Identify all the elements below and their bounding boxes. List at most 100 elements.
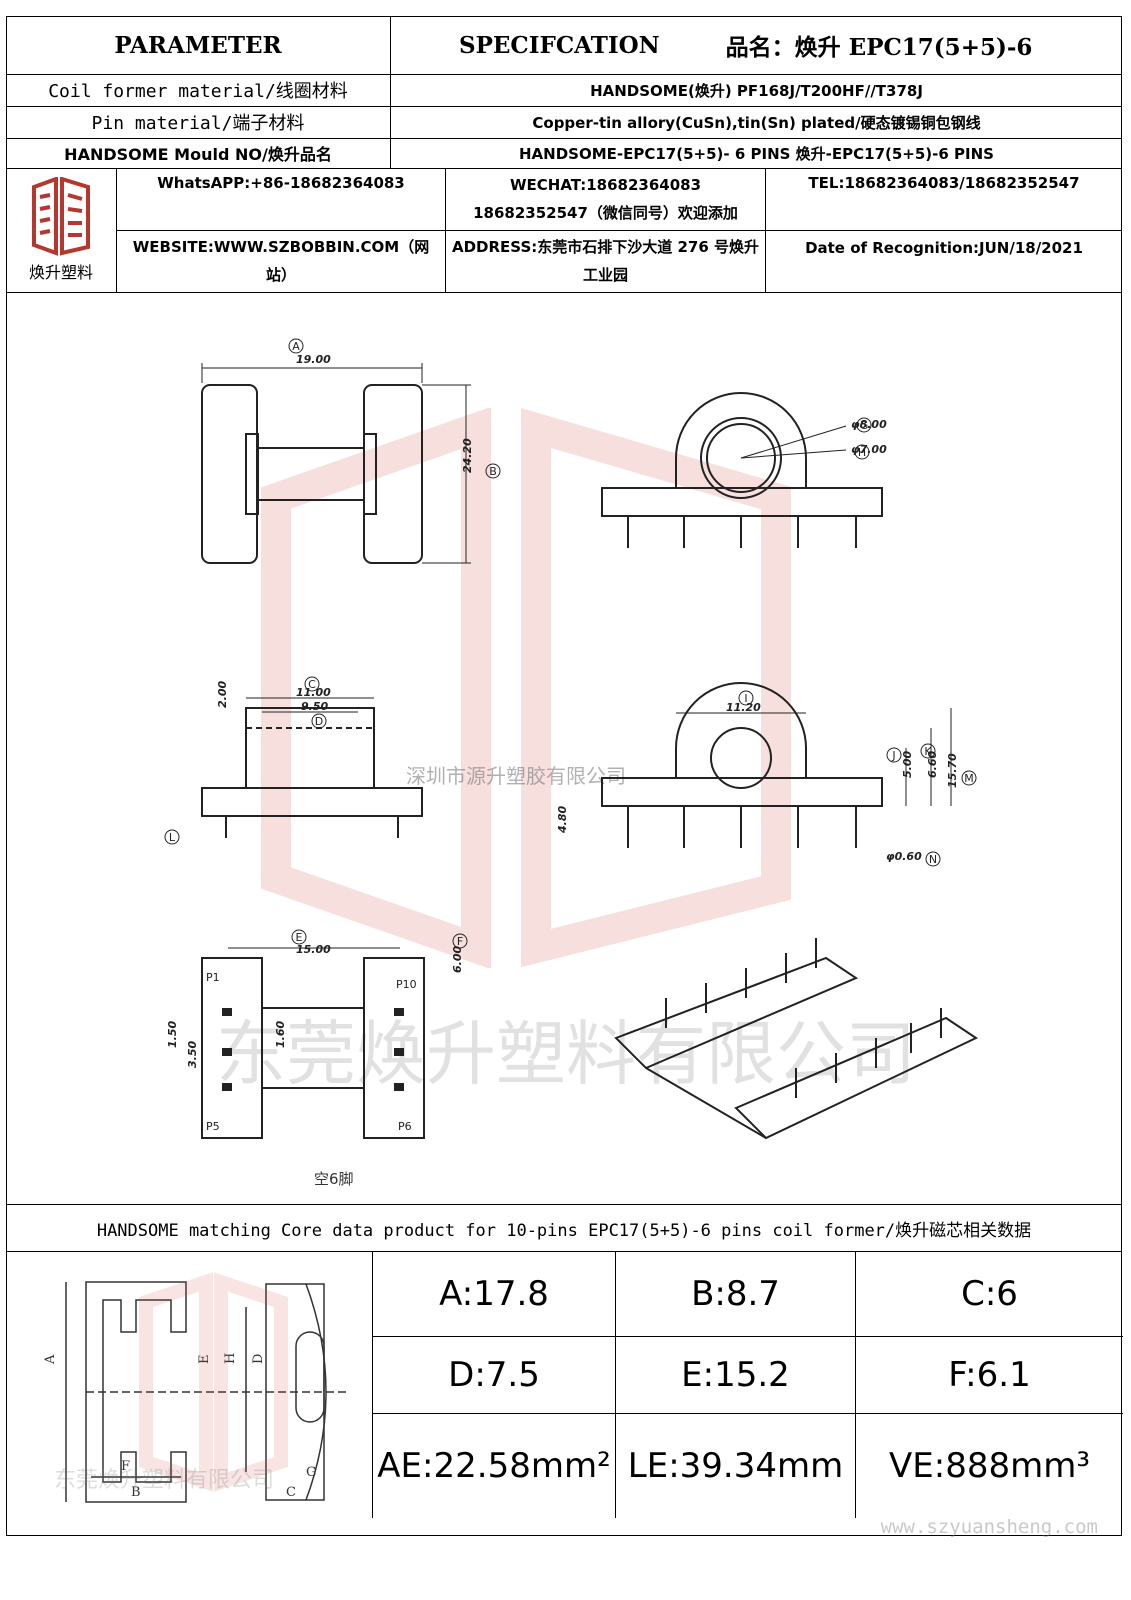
label-i: I [738, 690, 754, 706]
pin-p1: P1 [206, 971, 220, 984]
website-watermark: www.szyuansheng.com [880, 1516, 1098, 1538]
dim-g: φ8.00 [851, 418, 887, 431]
dim-b: 24.20 [461, 438, 474, 473]
wechat-text: WECHAT:18682364083 [509, 175, 701, 194]
product-name: 品名：焕升 EPC17(5+5)-6 [725, 34, 1033, 61]
contact-row-2: WEBSITE:WWW.SZBOBBIN.COM（网站） ADDRESS:东莞市… [117, 230, 1122, 292]
svg-text:C: C [308, 678, 316, 691]
core-label-h: H [223, 1353, 238, 1364]
dim-p3: 1.60 [274, 1021, 287, 1048]
dim-p1: 1.50 [166, 1021, 179, 1048]
svg-text:E: E [296, 931, 303, 944]
value-d: D:7.5 [373, 1337, 616, 1413]
core-values-row-2: D:7.5 E:15.2 F:6.1 [373, 1337, 1123, 1414]
core-diagram-svg: A E H D F B C G [43, 1272, 346, 1503]
wechat-note: 18682352547（微信同号）欢迎添加 [473, 203, 738, 222]
label-d: D [311, 713, 327, 729]
value-ve: VE:888mm³ [889, 1446, 1090, 1486]
core-diagram: A E H D F B C G 东莞焕升塑料有限公司 [6, 1252, 373, 1518]
dim-n: φ0.60 [886, 850, 922, 863]
label-f: F [452, 933, 468, 949]
core-title-row: HANDSOME matching Core data product for … [6, 1204, 1122, 1252]
pin-p10: P10 [396, 978, 417, 991]
core-label-f: F [121, 1459, 130, 1474]
svg-text:G: G [860, 419, 869, 432]
label-j: J [886, 747, 902, 763]
wechat-cell: WECHAT:18682364083 18682352547（微信同号）欢迎添加 [446, 168, 766, 230]
core-data-block: A E H D F B C G 东莞焕升塑料有限公司 A:17.8 B [6, 1252, 1123, 1518]
core-watermark: 东莞焕升塑料有限公司 [54, 1468, 275, 1493]
dim-p2: 3.50 [186, 1041, 199, 1068]
value-le: LE:39.34mm [616, 1414, 856, 1518]
dim-l: 4.80 [556, 806, 569, 834]
contact-grid: WhatsAPP:+86-18682364083 WECHAT:18682364… [117, 168, 1122, 292]
label-e: E [291, 929, 307, 945]
core-values-row-1: A:17.8 B:8.7 C:6 [373, 1252, 1123, 1337]
pin-p6: P6 [398, 1120, 412, 1133]
company-logo: 焕升塑料 [6, 168, 117, 292]
specification-heading: SPECIFCATION [459, 31, 660, 59]
svg-text:D: D [315, 715, 323, 728]
label-k: K [920, 743, 936, 759]
dim-e: 15.00 [296, 943, 331, 956]
dim-d: 9.50 [301, 700, 328, 713]
info-row-coil: Coil former material/线圈材料 HANDSOME(焕升) P… [6, 74, 1122, 107]
dim-top: 2.00 [216, 681, 229, 708]
mould-no-label: HANDSOME Mould NO/焕升品名 [6, 138, 391, 168]
label-b: B [485, 463, 501, 479]
header-row: PARAMETER SPECIFCATION 品名：焕升 EPC17(5+5)-… [6, 16, 1122, 75]
dim-c: 11.00 [296, 686, 331, 699]
label-m: M [961, 770, 977, 786]
core-label-g: G [306, 1465, 316, 1480]
label-h: H [854, 444, 870, 460]
value-c: C:6 [961, 1274, 1018, 1314]
label-c: C [304, 676, 320, 692]
value-ae: AE:22.58mm² [373, 1414, 616, 1518]
svg-text:I: I [744, 692, 747, 705]
core-label-c: C [286, 1485, 296, 1500]
core-label-b: B [131, 1485, 141, 1500]
pin-p5: P5 [206, 1120, 220, 1133]
pin-material-label: Pin material/端子材料 [6, 106, 391, 138]
dim-j: 5.00 [901, 751, 914, 778]
dim-m: 15.70 [946, 753, 959, 788]
svg-text:K: K [924, 745, 932, 758]
label-a: A [288, 338, 304, 354]
spec-heading-cell: SPECIFCATION 品名：焕升 EPC17(5+5)-6 [391, 16, 1122, 74]
contact-row-1: WhatsAPP:+86-18682364083 WECHAT:18682364… [117, 168, 1122, 231]
address-text: ADDRESS:东莞市石排下沙大道 276 号焕升工业园 [446, 230, 766, 292]
svg-text:L: L [169, 831, 176, 844]
svg-text:B: B [489, 465, 497, 478]
website-text: WEBSITE:WWW.SZBOBBIN.COM（网站） [117, 230, 446, 292]
mould-no-value: HANDSOME-EPC17(5+5)- 6 PINS 焕升-EPC17(5+5… [519, 144, 994, 163]
svg-text:H: H [858, 446, 866, 459]
core-label-a: A [43, 1354, 58, 1365]
coil-material-label: Coil former material/线圈材料 [6, 74, 391, 106]
core-label-d: D [251, 1354, 266, 1364]
logo-caption: 焕升塑料 [28, 263, 93, 282]
core-values-row-3: AE:22.58mm² LE:39.34mm VE:888mm³ [373, 1414, 1123, 1518]
spec-sheet: PARAMETER SPECIFCATION 品名：焕升 EPC17(5+5)-… [6, 16, 1123, 1538]
svg-text:J: J [891, 749, 895, 762]
svg-text:A: A [292, 340, 300, 353]
contact-block: 焕升塑料 WhatsAPP:+86-18682364083 WECHAT:186… [6, 168, 1122, 293]
value-e: E:15.2 [616, 1337, 856, 1413]
recognition-date: Date of Recognition:JUN/18/2021 [805, 238, 1083, 257]
company-logo-icon [32, 177, 90, 256]
watermark-shenzhen: 深圳市源升塑胶有限公司 [406, 764, 626, 788]
value-b: B:8.7 [616, 1252, 856, 1336]
label-g: G [856, 417, 872, 433]
dim-i: 11.20 [726, 701, 761, 714]
coil-material-value: HANDSOME(焕升) PF168J/T200HF//T378J [590, 81, 923, 100]
whatsapp-text: WhatsAPP:+86-18682364083 [117, 168, 446, 230]
parameter-heading: PARAMETER [6, 16, 391, 74]
tel-text: TEL:18682364083/18682352547 [808, 174, 1080, 192]
dim-a: 19.00 [296, 353, 331, 366]
label-n: N [925, 851, 941, 867]
info-row-pin: Pin material/端子材料 Copper-tin allory(CuSn… [6, 106, 1122, 139]
svg-text:M: M [964, 772, 974, 785]
svg-text:N: N [929, 853, 937, 866]
core-label-e: E [197, 1355, 212, 1365]
logo-watermark [261, 408, 791, 968]
dim-k: 6.60 [926, 751, 939, 778]
